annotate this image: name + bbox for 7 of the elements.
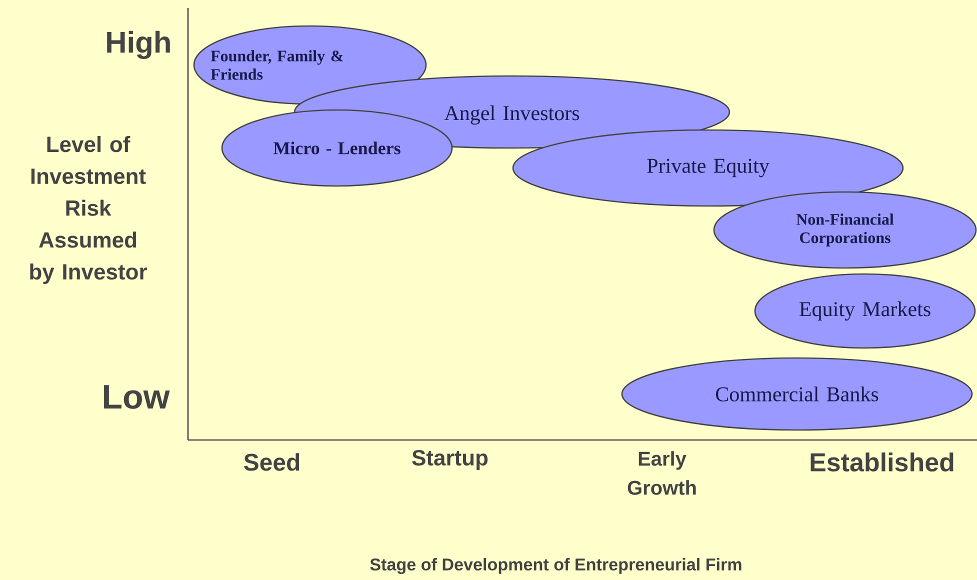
axis-label: High	[107, 30, 170, 60]
axis-label: Low	[104, 385, 170, 409]
axis-label: Seed	[244, 453, 300, 471]
axis-label: Startup	[412, 450, 488, 470]
axis-label: Early Growth	[628, 451, 696, 495]
axis-label: Stage of Development of Entrepreneurial Firm	[370, 558, 742, 574]
axis-label: Level of Investment Risk Assumed by Investor	[30, 136, 147, 284]
